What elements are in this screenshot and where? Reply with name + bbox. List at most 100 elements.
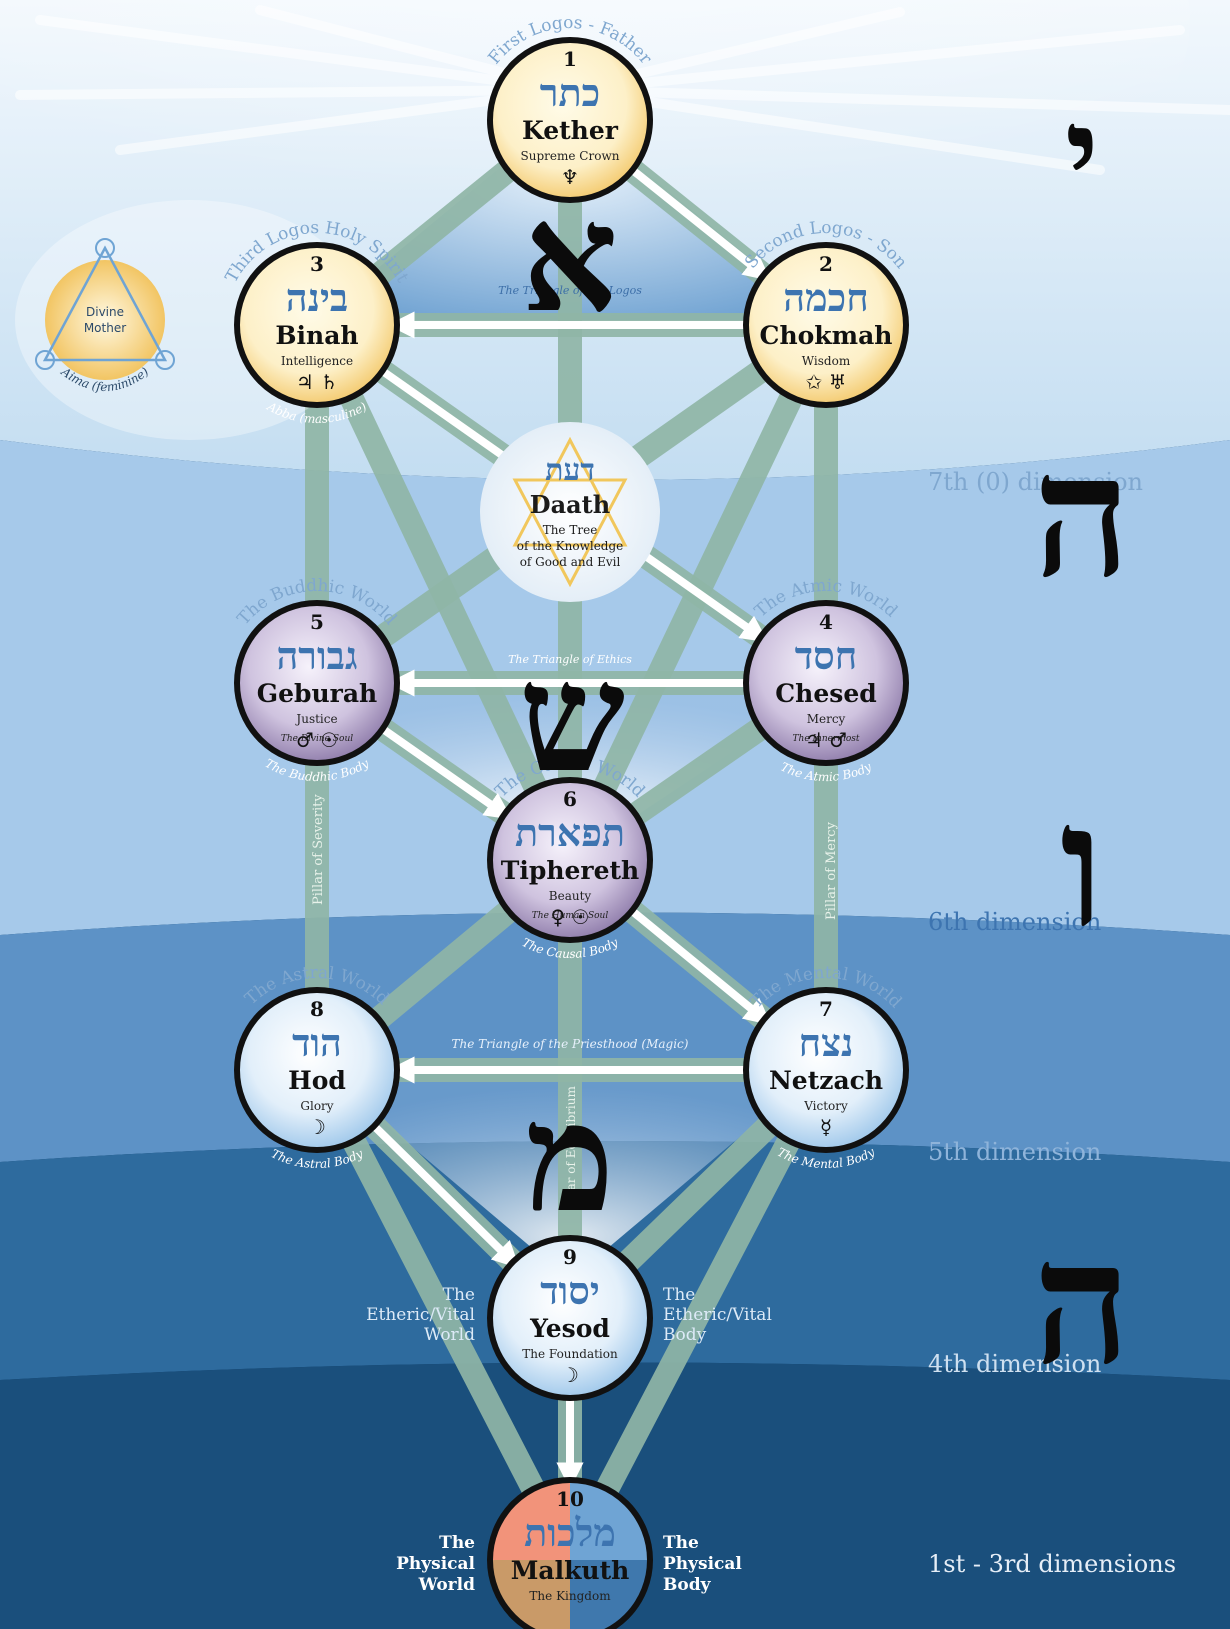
pillar-equilibrium-label: Pillar of Equilibrium (564, 1086, 578, 1210)
sephirah-symbols: ♃ ♂ (805, 728, 847, 752)
path-binah-tiphereth (306, 319, 581, 866)
sephirah-hebrew: חכמה (783, 275, 868, 320)
sephirah-meaning: Justice (294, 712, 337, 726)
daath-line-2: of the Knowledge (517, 539, 624, 553)
pillar-labels: Pillar of Severity Pillar of Mercy Pilla… (311, 794, 839, 1210)
daath-circle (480, 422, 660, 602)
sephirah-hebrew: מלכות (524, 1510, 616, 1555)
dimension-7th: 7th (0) dimension (928, 468, 1143, 496)
sephirah-circle (487, 37, 653, 203)
physical-world-line-2: Physical (396, 1554, 475, 1574)
sephirah-symbols: ♃ ♄ (296, 370, 338, 394)
physical-body-line-2: Physical (663, 1554, 742, 1574)
sephirah-symbols: ♀ ☉ (551, 905, 590, 929)
sephirah-circle (487, 1235, 653, 1401)
sephirah-meaning: Beauty (549, 889, 592, 903)
dimension-5th: 5th dimension (928, 1138, 1101, 1166)
sephirah-meaning: Mercy (807, 712, 846, 726)
dimension-labels: 7th (0) dimension 6th dimension 5th dime… (928, 468, 1176, 1578)
sephirah-symbols: ☽ (308, 1115, 326, 1139)
sephirah-symbols: ☽ (561, 1363, 579, 1387)
sephirah-circle (743, 242, 909, 408)
daath-star-up (512, 436, 628, 547)
divine-mother-label-line2: Mother (84, 321, 126, 335)
daath-line-3: of Good and Evil (520, 555, 621, 569)
sephirah-circle (743, 600, 909, 766)
sephirah-hebrew: תפארת (515, 810, 625, 855)
triangle-logoic-label: The Triangle of the Logos (498, 284, 642, 297)
big-letter-aleph: א (522, 170, 618, 346)
etheric-body-line-1: The (663, 1285, 695, 1305)
sephirah-number: 6 (563, 787, 577, 811)
daath-hebrew: דעת (545, 453, 595, 488)
daath: דעת Daath The Tree of the Knowledge of G… (480, 422, 660, 602)
physical-body-line-1: The (663, 1533, 699, 1553)
sephirah-symbols: ✩ ♅ (805, 370, 846, 394)
sephirah-meaning: Glory (300, 1099, 333, 1113)
sephirah-symbols: ♂ ☉ (296, 728, 338, 752)
triangle-labels: The Triangle of the Logos The Triangle o… (452, 284, 689, 1051)
sephirah-name: Chokmah (760, 321, 893, 350)
etheric-body-line-3: Body (663, 1325, 707, 1345)
pillar-mercy-label: Pillar of Mercy (824, 821, 839, 920)
sephirah-soul: The Divine Soul (281, 734, 353, 744)
sephirah-meaning: Intelligence (281, 354, 353, 368)
divine-mother-circle (45, 260, 165, 380)
sephirah-symbols: ☿ (820, 1115, 832, 1139)
sephirah-hebrew: יסוד (540, 1268, 600, 1313)
sephirah-number: 8 (310, 997, 324, 1021)
path-hod-malkuth (306, 1064, 581, 1566)
physical-body-line-3: Body (663, 1575, 712, 1595)
sephirah-number: 1 (563, 47, 577, 71)
sephirah-circle (487, 777, 653, 943)
etheric-body-line-2: Etheric/Vital (663, 1305, 772, 1325)
sephirah-name: Binah (275, 321, 358, 350)
sephirah-number: 2 (819, 252, 833, 276)
big-letter-he-2: ה (1033, 1203, 1131, 1403)
sephirah-soul: The Human Soul (532, 911, 609, 921)
sephirah-hebrew: הוד (292, 1020, 342, 1065)
dimension-1st-3rd: 1st - 3rd dimensions (928, 1550, 1176, 1578)
sephirah-circle (234, 987, 400, 1153)
sephirah-ring (487, 1477, 653, 1629)
arrow-hod-yesod (368, 1120, 520, 1269)
big-letter-shin: ש (519, 630, 625, 806)
sephirah-name: Hod (288, 1066, 346, 1095)
triangle-magical-label: The Triangle of the Priesthood (Magic) (452, 1037, 689, 1051)
physical-world-line-3: World (418, 1575, 475, 1595)
side-labels: The Etheric/Vital World The Etheric/Vita… (366, 1285, 772, 1595)
sephirah-name: Geburah (257, 679, 377, 708)
physical-world-line-1: The (439, 1533, 475, 1553)
sephirah-name: Chesed (775, 679, 876, 708)
sephirah-circle (743, 987, 909, 1153)
sephirah-name: Kether (522, 116, 619, 145)
sephirah-symbols: ♆ (561, 165, 579, 189)
dimension-4th: 4th dimension (928, 1350, 1101, 1378)
etheric-world-line-2: Etheric/Vital (366, 1305, 475, 1325)
sephirah-hebrew: נצח (799, 1020, 854, 1065)
etheric-world-line-1: The (443, 1285, 475, 1305)
daath-star-down (512, 478, 628, 588)
sephirah-number: 5 (310, 610, 324, 634)
sephirah-hebrew: גבורה (276, 633, 357, 678)
arrow-kether-chokmah (626, 164, 772, 281)
sephirah-meaning: Victory (803, 1099, 848, 1113)
daath-line-1: The Tree (543, 523, 598, 537)
sephirah-circle (234, 600, 400, 766)
triangle-ethical-label: The Triangle of Ethics (508, 653, 632, 666)
malkuth-quarter-olive (570, 1480, 650, 1560)
big-hebrew-letters: א ש מ י ה ו ה (519, 78, 1131, 1403)
big-letter-yod: י (1065, 78, 1099, 231)
sephirah-name: Malkuth (511, 1556, 630, 1585)
sephirah-hebrew: כתר (540, 70, 600, 115)
sephirah-number: 7 (819, 997, 833, 1021)
malkuth-quarter-citrine (490, 1480, 570, 1560)
